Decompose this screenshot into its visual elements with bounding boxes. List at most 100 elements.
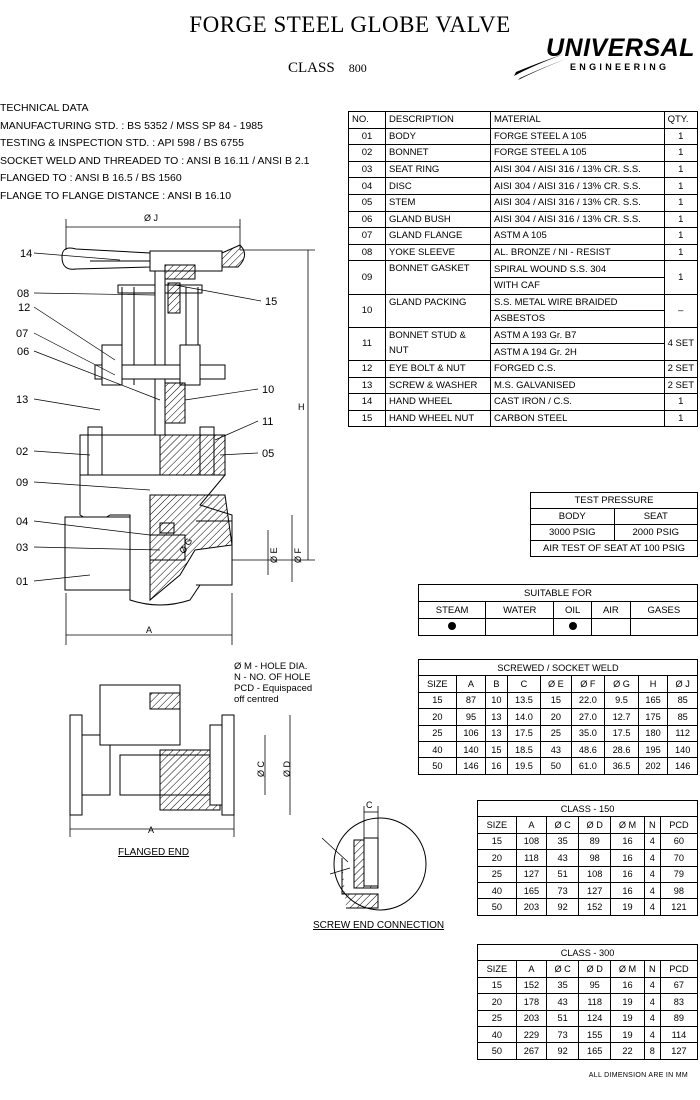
part-material: CARBON STEEL [490,409,665,428]
part-quantity: – [663,293,699,328]
header-cell: SIZE [418,675,457,693]
table-cell: 25 [477,865,517,883]
table-cell: 16 [610,881,645,900]
header-cell: Ø J [667,675,698,693]
table-cell: 165 [578,1042,612,1060]
table-cell: 202 [637,757,669,775]
table-cell: 92 [546,898,580,916]
table-cell: 127 [659,1042,699,1060]
part-number: 04 [348,177,386,195]
table-cell: 12.7 [604,708,639,726]
part-material: AISI 304 / AISI 316 / 13% CR. S.S. [490,210,665,229]
part-number: 06 [348,210,386,229]
leader-line [219,452,259,456]
leader-line [33,574,91,582]
note-line: N - NO. OF HOLE [234,672,311,683]
flanged-end-caption: FLANGED END [118,847,190,858]
dim-e: Ø E [269,547,279,563]
part-description: DISC [385,177,491,195]
note-line: Ø M - HOLE DIA. [234,661,308,672]
table-cell: 146 [455,757,487,775]
table-cell: 229 [515,1025,548,1044]
table-cell: 10 [485,691,508,710]
callout-label: 11 [262,416,273,428]
class-label: CLASS [288,60,335,76]
table-cell: 83 [659,993,699,1011]
header-cell: A [515,816,548,834]
table-cell: 127 [515,865,548,883]
part-quantity: 1 [663,210,699,229]
leader-line [33,450,91,456]
table-cell: 35 [546,832,580,851]
table-cell: 20 [477,993,517,1011]
leader-line [174,284,262,302]
callout-label: 14 [20,248,32,260]
header-cell: A [515,960,548,978]
table-cell: 20 [540,708,572,726]
part-description: YOKE SLEEVE [385,243,491,262]
part-material: AISI 304 / AISI 316 / 13% CR. S.S. [490,160,665,179]
table-cell: 98 [659,881,699,900]
leader-line [33,292,156,296]
table-cell: 165 [637,691,669,710]
table-cell: 15 [540,691,572,710]
part-material: AL. BRONZE / NI - RESIST [490,243,665,262]
part-description: SCREW & WASHER [385,376,491,395]
table-cell: 15 [418,691,457,710]
table-cell: 95 [455,708,487,726]
suitable-dot-icon [568,621,577,630]
table-cell: 22 [610,1042,645,1060]
table-cell: 152 [578,898,612,916]
header-cell: Ø G [604,675,639,693]
media-label: OIL [553,601,593,619]
part-number: 13 [348,376,386,395]
dim-d: Ø D [282,760,292,777]
table-cell: 40 [477,1025,517,1044]
table-cell: 16 [610,832,645,851]
part-material: CAST IRON / C.S. [490,393,665,411]
part-description: BODY [385,127,491,146]
part-number: 09 [348,260,386,295]
table-cell: 85 [667,708,698,726]
table-cell: 19 [610,1009,645,1027]
part-material: M.S. GALVANISED [490,376,665,395]
table-cell: 195 [637,740,669,759]
table-cell: 36.5 [604,757,639,775]
table-cell: 124 [578,1009,612,1027]
technical-line: FLANGED TO : ANSI B 16.5 / BS 1560 [0,172,182,185]
leader-line [33,350,161,401]
table-cell: 4 [643,865,661,883]
media-mark [591,618,631,636]
table-cell: 4 [643,832,661,851]
table-cell: 89 [659,1009,699,1027]
table-cell: 51 [546,1009,580,1027]
table-cell: 89 [578,832,612,851]
table-cell: 48.6 [570,740,606,759]
table-title: SCREWED / SOCKET WELD [418,658,698,677]
seat-label: SEAT [613,508,698,525]
part-description: BONNET STUD & NUT [385,326,491,361]
table-cell: 87 [455,691,487,710]
table-cell: 140 [455,740,487,759]
leader-line [33,252,121,261]
note-line: off centred [234,694,279,705]
technical-data: TECHNICAL DATA MANUFACTURING STD. : BS 5… [0,100,309,206]
table-cell: 19.5 [506,757,542,775]
part-material: AISI 304 / AISI 316 / 13% CR. S.S. [490,177,665,195]
part-number: 08 [348,243,386,262]
part-quantity: 4 SET [663,326,699,361]
table-title: CLASS - 150 [477,799,698,818]
table-cell: 18.5 [506,740,542,759]
part-number: 14 [348,393,386,411]
header-cell: NO. [348,111,386,129]
